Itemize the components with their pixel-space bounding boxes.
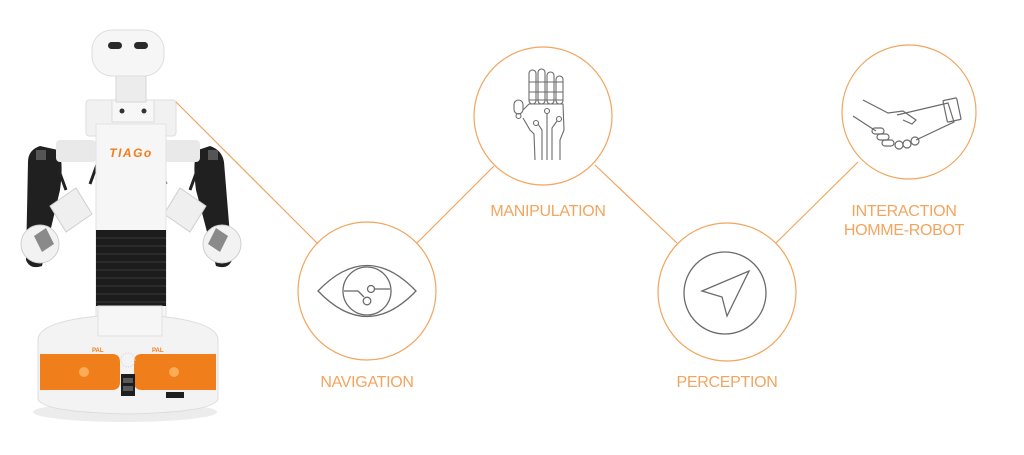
handshake-icon bbox=[852, 97, 962, 150]
label-interaction-line1: INTERACTION bbox=[851, 203, 957, 220]
tiago-robot-illustration: TIAGo bbox=[20, 29, 242, 422]
right-arm bbox=[156, 140, 242, 268]
connector-lines bbox=[175, 101, 859, 245]
connector-navigation-manipulation bbox=[416, 165, 495, 244]
eye-circuit-icon bbox=[317, 264, 417, 318]
tiago-logo: TIAGo bbox=[109, 146, 153, 160]
navigation-circle bbox=[297, 221, 437, 361]
label-navigation: NAVIGATION bbox=[320, 374, 414, 391]
pal-badge-right: PAL bbox=[152, 348, 164, 354]
label-perception: PERCEPTION bbox=[676, 374, 778, 391]
interaction-circle bbox=[841, 44, 977, 180]
manipulation-circle bbox=[473, 46, 613, 186]
connector-manipulation-perception bbox=[594, 164, 678, 244]
capability-perception bbox=[657, 222, 797, 362]
pal-badge-left: PAL bbox=[92, 348, 104, 354]
perception-circle bbox=[657, 222, 797, 362]
mobile-base: PAL PAL bbox=[37, 305, 219, 415]
navigation-arrow-icon bbox=[683, 251, 767, 335]
connector-perception-interaction bbox=[775, 161, 859, 244]
capability-navigation bbox=[297, 221, 437, 361]
capability-manipulation bbox=[473, 46, 613, 186]
torso: TIAGo bbox=[85, 99, 177, 325]
capability-interaction bbox=[841, 44, 977, 180]
head bbox=[91, 29, 165, 103]
label-manipulation: MANIPULATION bbox=[490, 203, 606, 220]
connector-robot-navigation bbox=[175, 101, 319, 245]
left-arm bbox=[20, 140, 100, 268]
robotic-hand-icon bbox=[513, 68, 565, 161]
label-interaction-line2: HOMME-ROBOT bbox=[843, 222, 965, 239]
